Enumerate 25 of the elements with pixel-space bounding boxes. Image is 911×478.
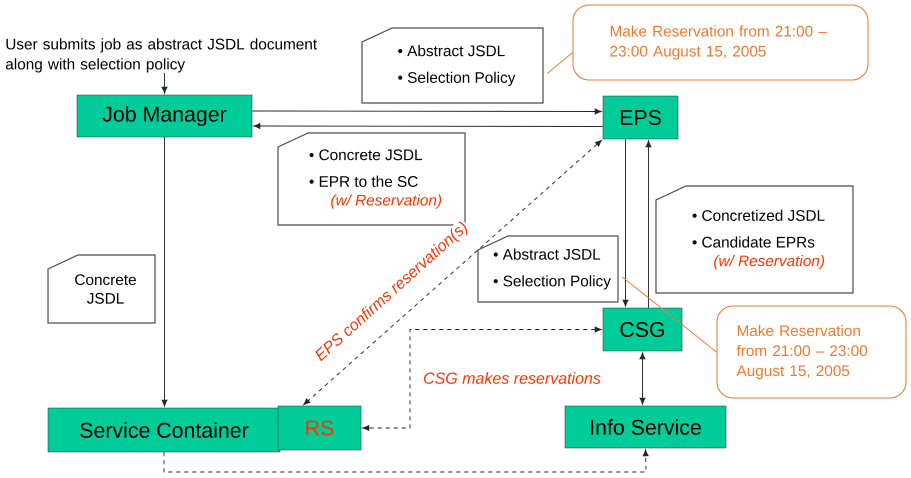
document-note: • Abstract JSDL • Selection Policy bbox=[361, 27, 544, 104]
edge-label: CSG makes reservations bbox=[422, 370, 602, 386]
callout-bubble: Make Reservation from 21:00 – 23:00 August 15, 2005 bbox=[716, 305, 907, 399]
instruction-text: User submits job as abstract JSDL document along with selection policy bbox=[6, 38, 317, 73]
connector-line bbox=[362, 326, 602, 431]
document-note: • Concretized JSDL • Candidate EPRs (w/ Reservation) bbox=[655, 185, 854, 294]
arrow bbox=[162, 136, 168, 406]
document-note: Concrete JSDL bbox=[47, 254, 156, 324]
connector-line bbox=[303, 140, 602, 406]
arrow bbox=[622, 138, 628, 306]
component-box: EPS bbox=[602, 96, 678, 140]
arrow bbox=[162, 72, 168, 94]
component-box: RS bbox=[278, 406, 362, 450]
arrow bbox=[254, 123, 604, 129]
connector-line bbox=[164, 450, 649, 472]
leader-line bbox=[546, 52, 573, 74]
arrow bbox=[252, 108, 602, 114]
document-note: • Abstract JSDL • Selection Policy bbox=[477, 235, 619, 303]
callout-bubble: Make Reservation from 21:00 – 23:00 August 15, 2005 bbox=[572, 4, 869, 81]
arrow bbox=[646, 140, 652, 308]
component-box: Job Manager bbox=[76, 94, 252, 138]
component-box: CSG bbox=[602, 308, 682, 352]
leader-line bbox=[622, 276, 717, 352]
arrow bbox=[640, 352, 646, 404]
component-box: Info Service bbox=[564, 406, 726, 448]
